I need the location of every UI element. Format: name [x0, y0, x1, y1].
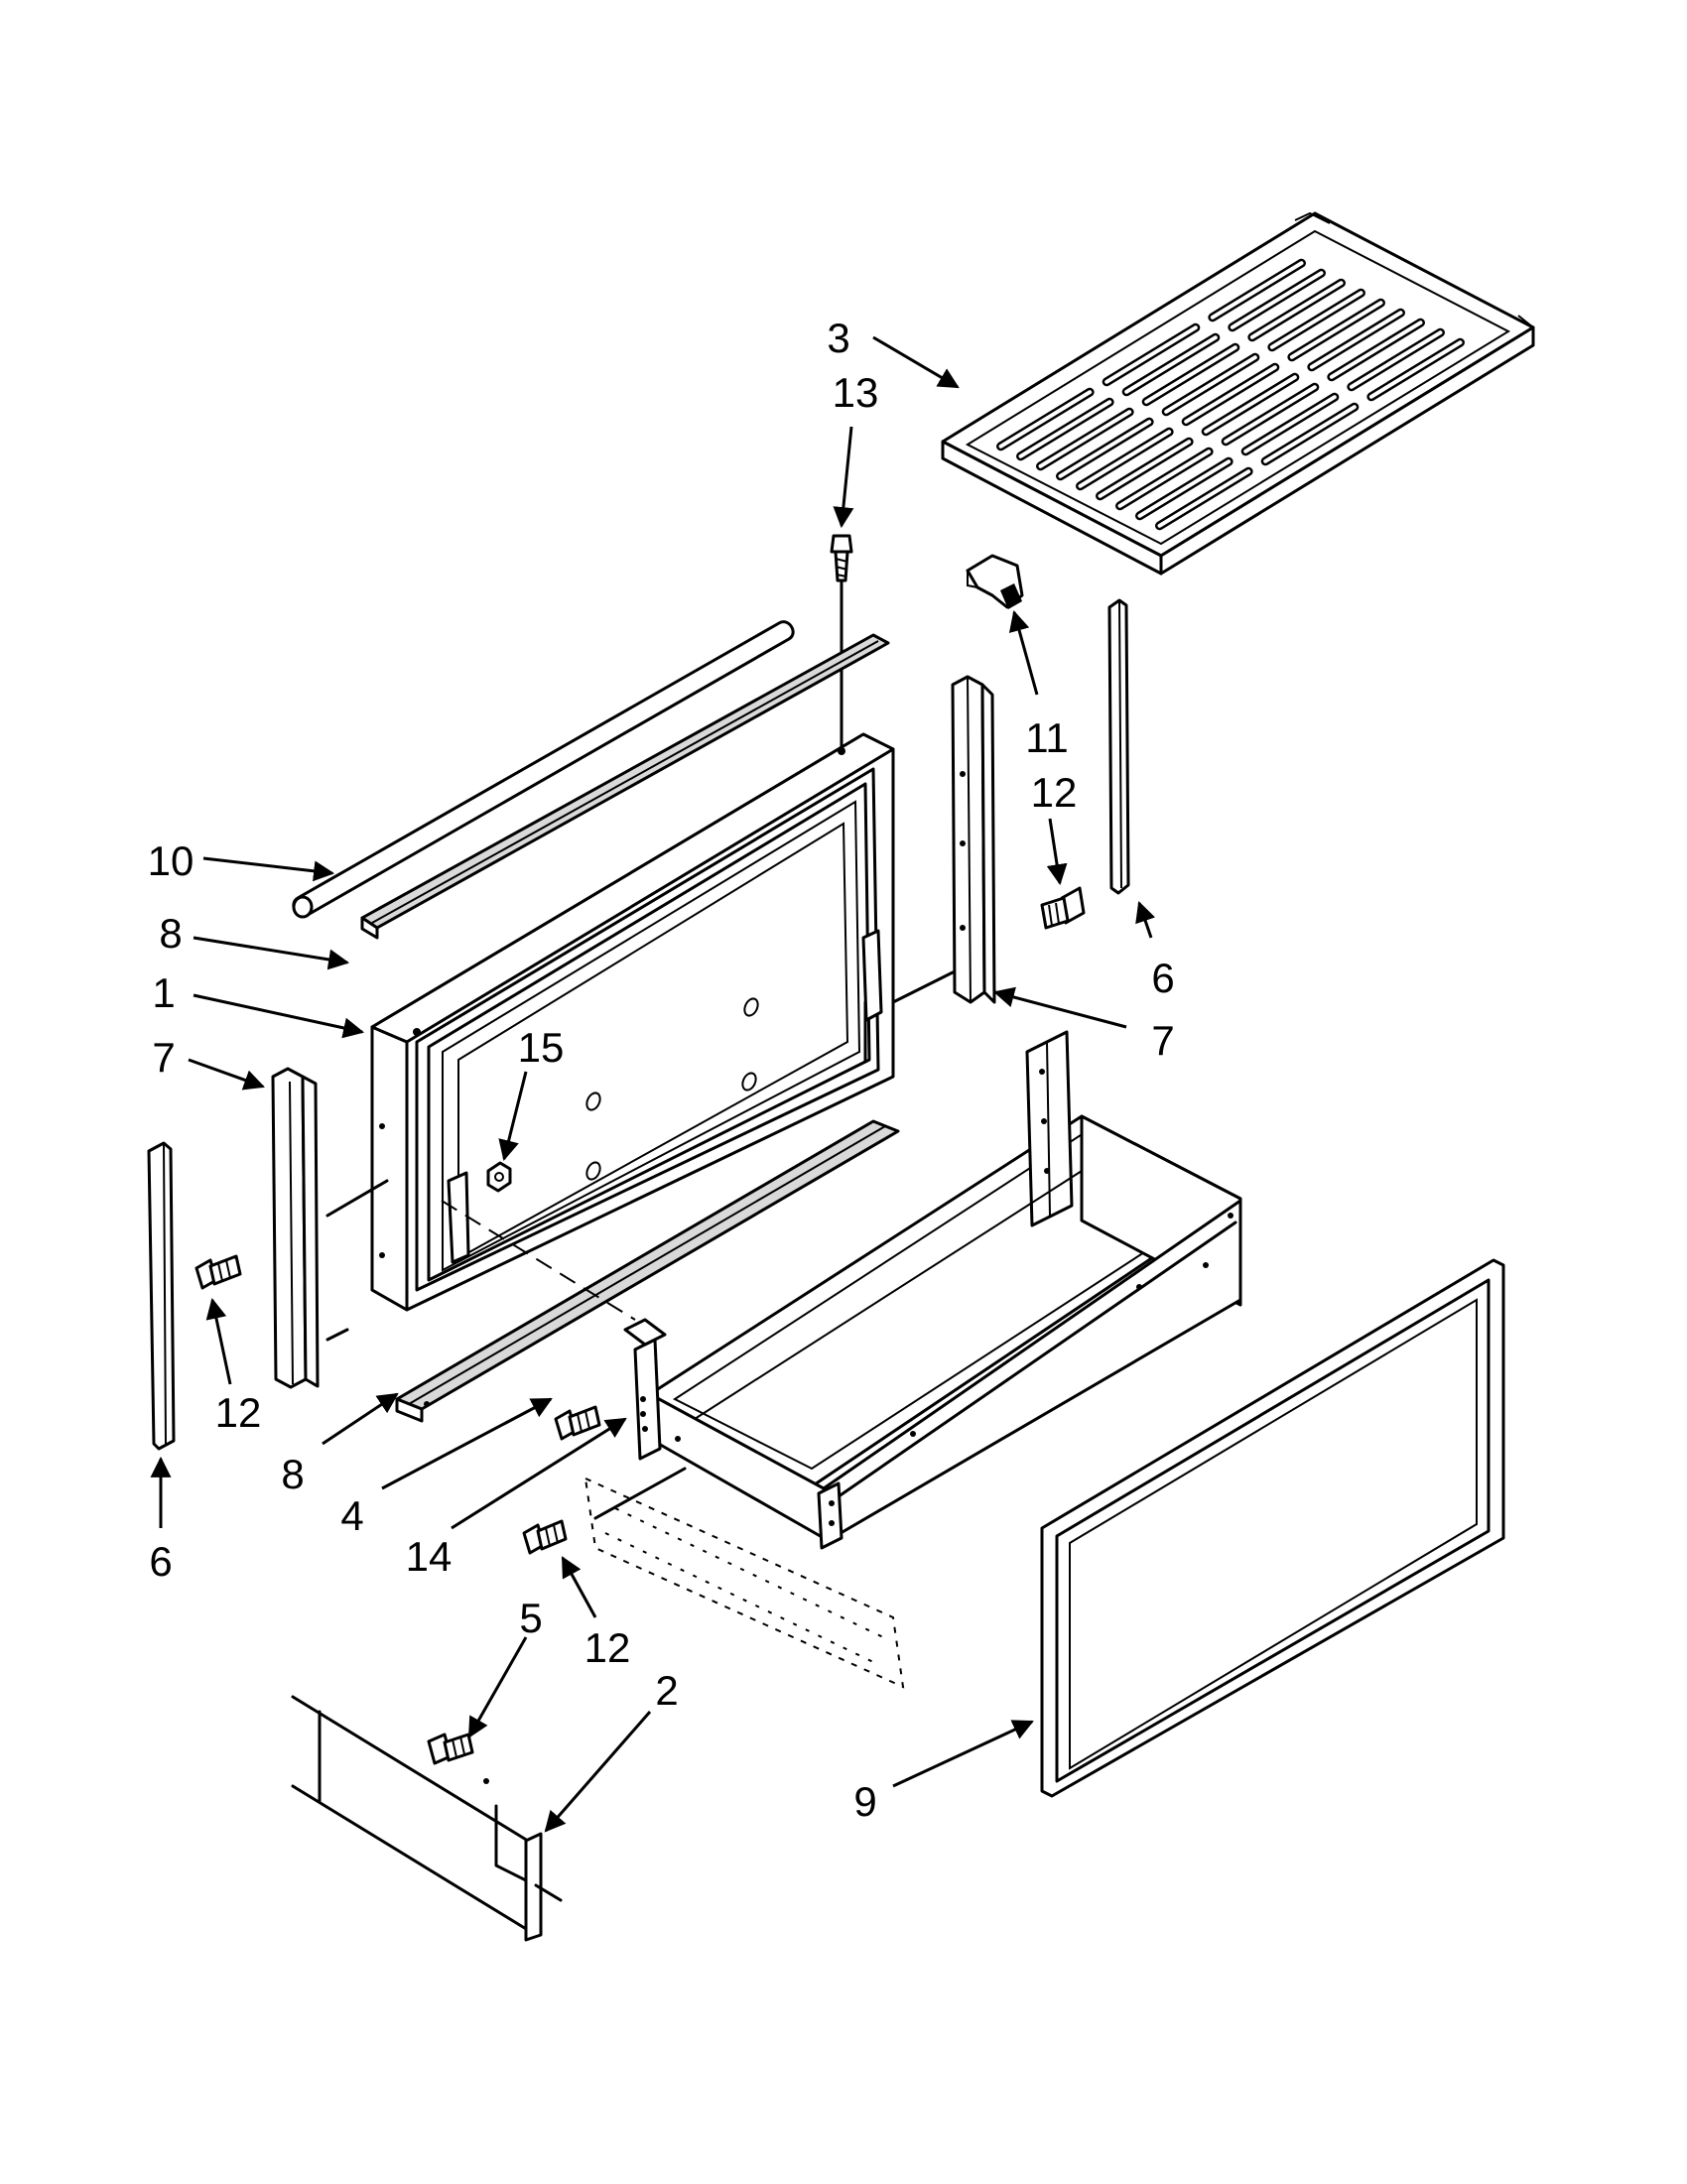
grate-slot-inner: [1329, 321, 1423, 379]
callout-8a: 8: [159, 910, 182, 957]
clip-11: [966, 554, 1024, 609]
grate-slot-inner: [1224, 385, 1317, 444]
grate-slot-inner: [1038, 410, 1132, 468]
callout-13: 13: [833, 369, 879, 416]
shelf-grate: [941, 211, 1535, 576]
callout-12a: 12: [1031, 769, 1078, 816]
callout-2: 2: [655, 1667, 678, 1714]
screw-13: [830, 534, 853, 756]
callout-7a: 7: [1151, 1017, 1174, 1064]
callout-6a: 6: [1151, 955, 1174, 1001]
gasket-9: [1040, 1258, 1505, 1798]
callout-12b: 12: [215, 1389, 262, 1436]
screw-12-right: [1040, 886, 1086, 930]
bottom-rail: [395, 1119, 900, 1423]
callout-6b: 6: [149, 1538, 172, 1585]
callout-1: 1: [152, 969, 175, 1016]
callout-9: 9: [853, 1778, 876, 1825]
callout-7b: 7: [152, 1034, 175, 1081]
vertical-trim-right: [1107, 598, 1130, 895]
grate-slot-inner: [998, 390, 1093, 449]
grate-slot-inner: [1243, 395, 1337, 453]
kick-plate: [291, 1695, 563, 1942]
callout-4: 4: [340, 1492, 363, 1539]
callout-5: 5: [519, 1595, 542, 1641]
channel-left: [271, 1067, 389, 1389]
drawer-basket: [441, 1030, 1242, 1550]
grate-slot-inner: [1249, 281, 1344, 339]
channel-right: [891, 675, 996, 1004]
screw-12-left: [195, 1254, 242, 1290]
screw-5: [427, 1733, 474, 1765]
grate-slot-inner: [1204, 375, 1297, 434]
grate-slot-inner: [1289, 301, 1383, 359]
grate-slot-inner: [1368, 340, 1463, 399]
callout-labels: 3 13 11 12 6 7 10 8 1 7 15 12 8 4 14 6 1…: [148, 315, 1175, 1825]
grate-slot-inner: [1144, 345, 1237, 404]
grate-slot-inner: [1230, 271, 1324, 329]
leader-lines: [150, 335, 1156, 1833]
grate-slot-inner: [1269, 291, 1363, 349]
spacer-14: [584, 1467, 905, 1689]
top-rail: [360, 633, 890, 940]
grate-slot-inner: [1124, 335, 1218, 394]
nut-15: [486, 1161, 512, 1193]
callout-10: 10: [148, 837, 195, 884]
grate-slot-inner: [1157, 469, 1251, 528]
grate-slot-inner: [1104, 325, 1198, 384]
tube-10: [292, 620, 795, 919]
callout-15: 15: [518, 1024, 565, 1071]
grate-slot-inner: [1078, 430, 1172, 488]
grate-slot-inner: [1137, 459, 1232, 518]
screw-4: [554, 1405, 601, 1441]
callout-12c: 12: [584, 1624, 631, 1671]
grate-slot-inner: [1210, 261, 1304, 320]
grate-slot-inner: [1018, 400, 1112, 458]
grate-slot-inner: [1164, 355, 1257, 414]
grate-slot-inner: [1184, 365, 1277, 424]
grate-slot-inner: [1309, 311, 1403, 369]
grate-slot-inner: [1117, 450, 1212, 508]
vertical-trim-left: [147, 1141, 176, 1451]
grate-slot-inner: [1098, 440, 1192, 498]
grate-slot-inner: [1349, 330, 1443, 389]
callout-3: 3: [827, 315, 849, 361]
grate-slot-inner: [1263, 405, 1357, 463]
callout-11: 11: [1025, 714, 1069, 761]
callout-14: 14: [406, 1533, 453, 1580]
callout-8b: 8: [281, 1451, 304, 1497]
screw-12-lower: [522, 1519, 568, 1555]
grate-slot-inner: [1058, 420, 1152, 478]
